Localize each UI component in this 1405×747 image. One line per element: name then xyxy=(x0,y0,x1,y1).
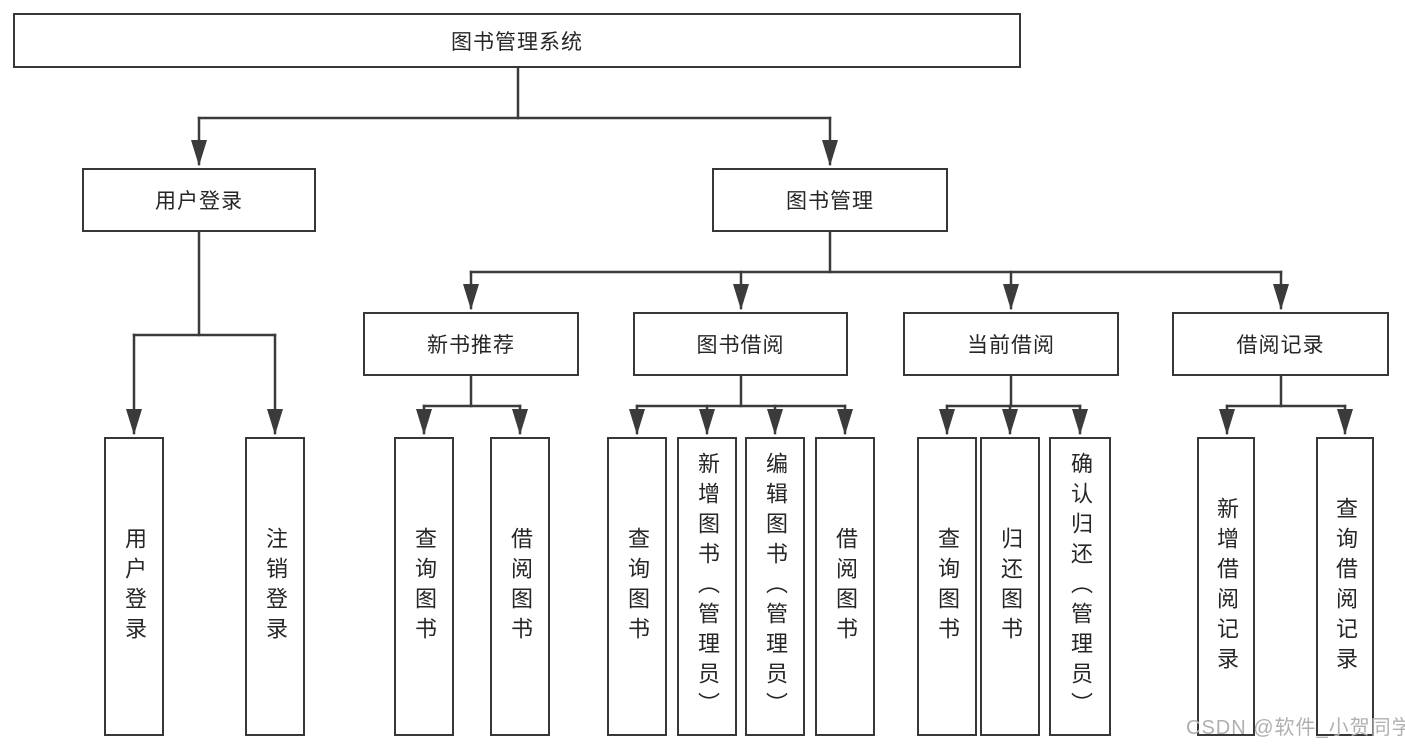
node-return-books: 归还图书 xyxy=(980,437,1040,736)
node-library-management-system: 图书管理系统 xyxy=(13,13,1021,68)
node-add-borrow-record: 新增借阅记录 xyxy=(1197,437,1255,736)
node-borrowing-records: 借阅记录 xyxy=(1172,312,1389,376)
node-user-login: 用户登录 xyxy=(82,168,316,232)
node-borrow-books-leaf: 借阅图书 xyxy=(815,437,875,736)
node-query-books-borrowing: 查询图书 xyxy=(607,437,667,736)
node-edit-books-admin: 编辑图书（管理员） xyxy=(745,437,805,736)
node-book-borrowing: 图书借阅 xyxy=(633,312,848,376)
node-confirm-return-admin: 确认归还（管理员） xyxy=(1049,437,1111,736)
node-add-books-admin: 新增图书（管理员） xyxy=(677,437,737,736)
node-current-borrowing: 当前借阅 xyxy=(903,312,1119,376)
node-book-management: 图书管理 xyxy=(712,168,948,232)
csdn-watermark: CSDN @软件_小贺同学 xyxy=(1186,717,1405,739)
node-borrow-books-recommend: 借阅图书 xyxy=(490,437,550,736)
node-query-books-recommend: 查询图书 xyxy=(394,437,454,736)
node-logout-leaf: 注销登录 xyxy=(245,437,305,736)
node-query-books-current: 查询图书 xyxy=(917,437,977,736)
node-query-borrow-record: 查询借阅记录 xyxy=(1316,437,1374,736)
node-user-login-leaf: 用户登录 xyxy=(104,437,164,736)
node-new-book-recommend: 新书推荐 xyxy=(363,312,579,376)
